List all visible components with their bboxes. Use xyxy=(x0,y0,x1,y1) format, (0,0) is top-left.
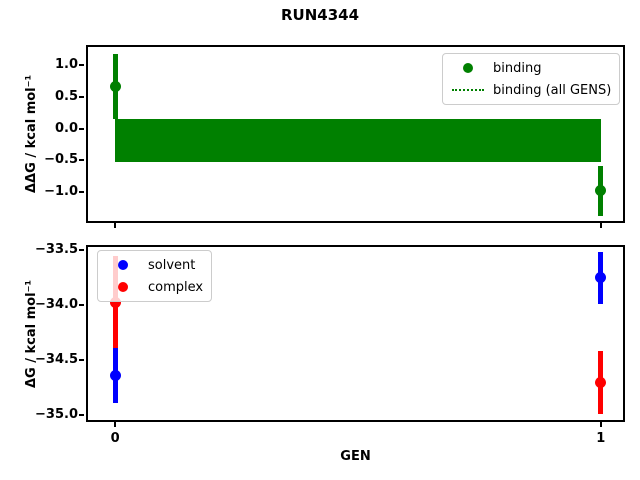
y-tick-label: −0.5 xyxy=(44,152,78,168)
y-tick-label: −1.0 xyxy=(44,184,78,200)
legend-marker-box xyxy=(451,89,485,91)
y-tick xyxy=(79,63,84,66)
y-tick xyxy=(79,127,84,130)
x-tick xyxy=(599,223,602,228)
y-tick xyxy=(79,414,84,417)
legend-label-complex: complex xyxy=(148,279,204,295)
binding-point xyxy=(109,80,121,92)
binding-point xyxy=(595,184,607,196)
band-binding-all-gens- xyxy=(115,119,601,163)
y-tick xyxy=(79,95,84,98)
x-tick xyxy=(114,422,117,427)
y-tick-label: 0.5 xyxy=(54,88,78,104)
x-tick xyxy=(114,223,117,228)
legend-marker-box xyxy=(106,282,140,292)
y-tick-label: −35.0 xyxy=(35,407,78,423)
complex-dot-icon xyxy=(118,282,128,292)
x-tick xyxy=(599,422,602,427)
binding-all-gens-dotted-line-icon xyxy=(452,89,484,91)
y-tick xyxy=(79,159,84,162)
y-tick-label: −34.0 xyxy=(35,297,78,313)
legend-binding: binding binding (all GENS) xyxy=(442,53,621,105)
legend-entry-solvent: solvent xyxy=(106,256,203,274)
legend-entry-binding: binding xyxy=(451,59,611,77)
y-tick xyxy=(79,304,84,307)
y-tick-label: −33.5 xyxy=(35,242,78,258)
legend-entry-binding-all-gens: binding (all GENS) xyxy=(451,81,611,99)
legend-solvent-complex: solvent complex xyxy=(97,250,213,302)
gen-axis-label: GEN xyxy=(340,449,371,464)
y-tick-label: 0.0 xyxy=(54,120,78,136)
y-tick xyxy=(79,191,84,194)
axes-binding-panel xyxy=(86,45,625,223)
x-tick-label: 0 xyxy=(110,431,120,446)
complex-point xyxy=(595,376,607,388)
complex-point xyxy=(109,296,121,308)
y-tick-label: −34.5 xyxy=(35,352,78,368)
solvent-dot-icon xyxy=(118,260,128,270)
x-tick-label: 1 xyxy=(596,431,606,446)
legend-marker-box xyxy=(451,63,485,73)
legend-label-solvent: solvent xyxy=(148,257,196,273)
legend-label-binding-all-gens: binding (all GENS) xyxy=(493,82,612,98)
solvent-point xyxy=(109,370,121,382)
figure-title: RUN4344 xyxy=(280,6,360,24)
y-tick xyxy=(79,249,84,252)
axes-solvent-complex-panel xyxy=(86,245,625,422)
solvent-point xyxy=(595,272,607,284)
legend-marker-box xyxy=(106,260,140,270)
binding-dot-icon xyxy=(463,63,473,73)
y-tick-label: 1.0 xyxy=(54,56,78,72)
legend-label-binding: binding xyxy=(493,60,542,76)
y-tick xyxy=(79,359,84,362)
legend-entry-complex: complex xyxy=(106,278,203,296)
